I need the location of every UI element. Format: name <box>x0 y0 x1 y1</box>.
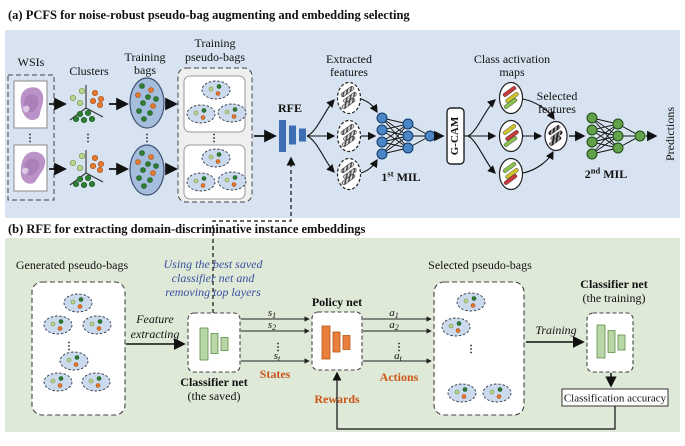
training-bags-label-1: Training <box>125 50 166 64</box>
rfe-to-features-arrows <box>306 99 336 173</box>
rfe-label: RFE <box>278 101 302 115</box>
classifier-saved-subtitle: (the saved) <box>188 389 241 403</box>
note-line-1: Using the best saved <box>164 257 264 271</box>
feature-embedding-2 <box>336 119 362 153</box>
selected-features-label-2: features <box>538 102 576 116</box>
panel-b-title: (b) RFE for extracting domain-discrimina… <box>8 222 366 236</box>
selected-features-ellipse <box>544 120 568 152</box>
classifier-saved-title: Classifier net <box>180 375 247 389</box>
training-bag-1 <box>129 77 165 129</box>
cam-label-2: maps <box>499 65 525 79</box>
selected-pseudo-bags-box: ⋮ <box>433 281 525 416</box>
actions-label: Actions <box>380 370 419 384</box>
rfe-bars <box>279 120 306 152</box>
generated-vdots: ⋮ <box>64 341 74 352</box>
clusters-vdots: ⋮ <box>83 133 93 144</box>
training-pseudo-bags-label-1: Training <box>195 36 236 50</box>
clusters-label: Clusters <box>69 64 109 78</box>
feature-extracting-label-2: extracting <box>131 327 180 341</box>
selected-features-label-1: Selected <box>537 89 578 103</box>
feature-embedding-3 <box>336 157 362 191</box>
feature-embedding-1 <box>336 81 362 115</box>
features-to-mil1-arrows <box>360 98 378 174</box>
reward-feedback-line <box>332 371 616 430</box>
action-at-label: at <box>394 350 403 363</box>
selected-pseudo-bags-label: Selected pseudo-bags <box>428 258 532 272</box>
rfe-classifier-dashed-connector <box>212 156 296 313</box>
action-a2-label: a2 <box>389 319 399 332</box>
action-a1-label: a1 <box>389 307 399 320</box>
action-arrows <box>363 316 432 364</box>
bags-vdots: ⋮ <box>142 133 152 144</box>
wsi-stack <box>7 74 55 201</box>
classifier-training-box <box>586 312 634 373</box>
state-vdots: ⋮ <box>273 342 283 353</box>
first-mil-label: 1st MIL <box>381 169 420 185</box>
classifier-training-title: Classifier net <box>580 277 647 291</box>
second-mil-label: 2nd MIL <box>585 166 627 182</box>
training-bags-label-2: bags <box>134 63 156 77</box>
wsi-vdots: ⋮ <box>25 133 35 144</box>
policy-net-box <box>311 311 363 371</box>
cam-ellipse-1 <box>498 81 524 115</box>
selected-vdots: ⋮ <box>466 344 476 355</box>
state-arrows <box>241 316 310 364</box>
classification-accuracy-label: Classification accuracy <box>564 393 667 405</box>
action-vdots: ⋮ <box>394 342 404 353</box>
cam-ellipse-3 <box>498 157 524 191</box>
pseudo-bags-vdots: ⋮ <box>209 133 219 144</box>
second-mil-network <box>586 112 646 160</box>
states-label: States <box>260 367 291 381</box>
training-pseudo-bags-label-2: pseudo-bags <box>185 50 245 64</box>
gcam-label: G-CAM <box>449 116 461 155</box>
panel-a-title: (a) PCFS for noise-robust pseudo-bag aug… <box>8 8 410 22</box>
training-bag-2 <box>129 144 165 196</box>
note-line-2: classifier net and <box>172 271 256 285</box>
feature-extracting-label-1: Feature <box>135 312 174 326</box>
wsis-label: WSIs <box>18 55 45 69</box>
gcam-to-cam-arrows <box>464 99 497 174</box>
policy-net-label: Policy net <box>312 295 362 309</box>
first-mil-network <box>376 112 436 160</box>
classifier-training-subtitle: (the training) <box>583 291 646 305</box>
extracted-features-label-2: features <box>330 65 368 79</box>
extracted-features-label-1: Extracted <box>326 52 372 66</box>
generated-pseudo-bags-label: Generated pseudo-bags <box>16 258 129 272</box>
cam-to-selected-arrows <box>522 98 555 174</box>
training-pseudo-bags-group: ⋮ <box>177 67 253 203</box>
predictions-label: Predictions <box>663 107 677 161</box>
panel-a-flow-arrows <box>49 97 277 176</box>
state-st-label: st <box>274 350 281 363</box>
state-s2-label: s2 <box>268 319 276 332</box>
classifier-saved-box <box>187 312 241 373</box>
cam-label-1: Class activation <box>474 52 550 66</box>
training-label: Training <box>535 323 576 337</box>
note-line-3: removing top layers <box>165 285 261 299</box>
cam-ellipse-2 <box>498 119 524 153</box>
generated-pseudo-bags-box: ⋮ <box>31 281 126 416</box>
state-s1-label: s1 <box>268 307 276 320</box>
